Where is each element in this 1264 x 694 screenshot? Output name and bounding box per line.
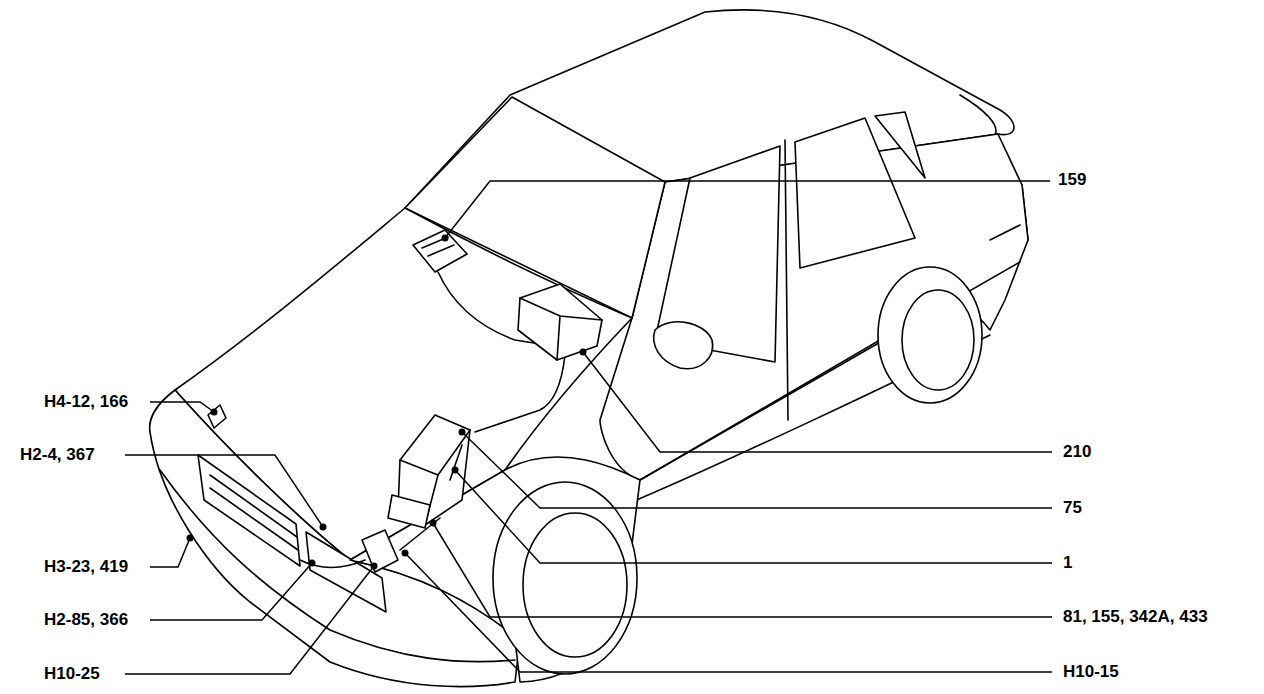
- module-detail: [422, 237, 454, 256]
- leader-line: [583, 352, 1052, 452]
- front-rim: [523, 513, 627, 657]
- front-fender: [350, 457, 640, 682]
- callout-label: 81, 155, 342A, 433: [1063, 607, 1208, 627]
- control-unit-210: [518, 284, 602, 360]
- callout-dot: [452, 467, 459, 474]
- callout-label: H10-15: [1063, 662, 1119, 682]
- leader-line: [462, 432, 1052, 508]
- small-wires: [300, 445, 462, 568]
- front-tire: [493, 482, 637, 674]
- leader-line: [405, 553, 1052, 672]
- relay: [362, 530, 398, 572]
- control-unit-edges: [520, 298, 602, 360]
- trim-lines: [600, 225, 1020, 490]
- callout-label: H2-85, 366: [44, 610, 128, 630]
- callout-dot: [211, 409, 218, 416]
- callout-label: 75: [1063, 498, 1082, 518]
- grille-bars: [210, 475, 298, 550]
- callout-dot: [459, 429, 466, 436]
- battery-block: [388, 495, 430, 528]
- callout-label: H4-12, 166: [44, 392, 128, 412]
- grille: [198, 455, 300, 566]
- leader-line: [125, 455, 323, 527]
- rear-tire: [878, 267, 982, 403]
- callout-dots: [187, 235, 587, 570]
- callout-dot: [320, 524, 327, 531]
- rear-rim: [902, 290, 974, 390]
- callout-dot: [580, 349, 587, 356]
- module-159: [413, 230, 467, 272]
- callout-label: H2-4, 367: [20, 445, 95, 465]
- leader-line: [125, 566, 374, 674]
- door-lines: [625, 140, 1020, 505]
- callout-label: 210: [1063, 442, 1091, 462]
- callout-dot: [187, 535, 194, 542]
- callout-dot: [402, 550, 409, 557]
- callout-dot: [309, 560, 316, 567]
- leader-line: [455, 470, 1052, 563]
- callout-dot: [442, 235, 449, 242]
- leader-line: [150, 402, 214, 412]
- callout-dot: [430, 520, 437, 527]
- leader-line: [445, 181, 1050, 238]
- callout-label: H10-25: [44, 664, 100, 684]
- mirror: [654, 322, 713, 369]
- leader-lines: [125, 181, 1052, 674]
- hood-sensor: [208, 405, 226, 428]
- leader-line: [150, 538, 190, 567]
- callout-label: 159: [1058, 170, 1086, 190]
- callout-label: H3-23, 419: [44, 557, 128, 577]
- car-body: [150, 10, 1028, 687]
- callout-label: 1: [1063, 553, 1072, 573]
- callout-dot: [371, 563, 378, 570]
- quarter-window: [875, 112, 925, 178]
- leader-line: [433, 523, 1052, 617]
- leader-line: [150, 563, 312, 620]
